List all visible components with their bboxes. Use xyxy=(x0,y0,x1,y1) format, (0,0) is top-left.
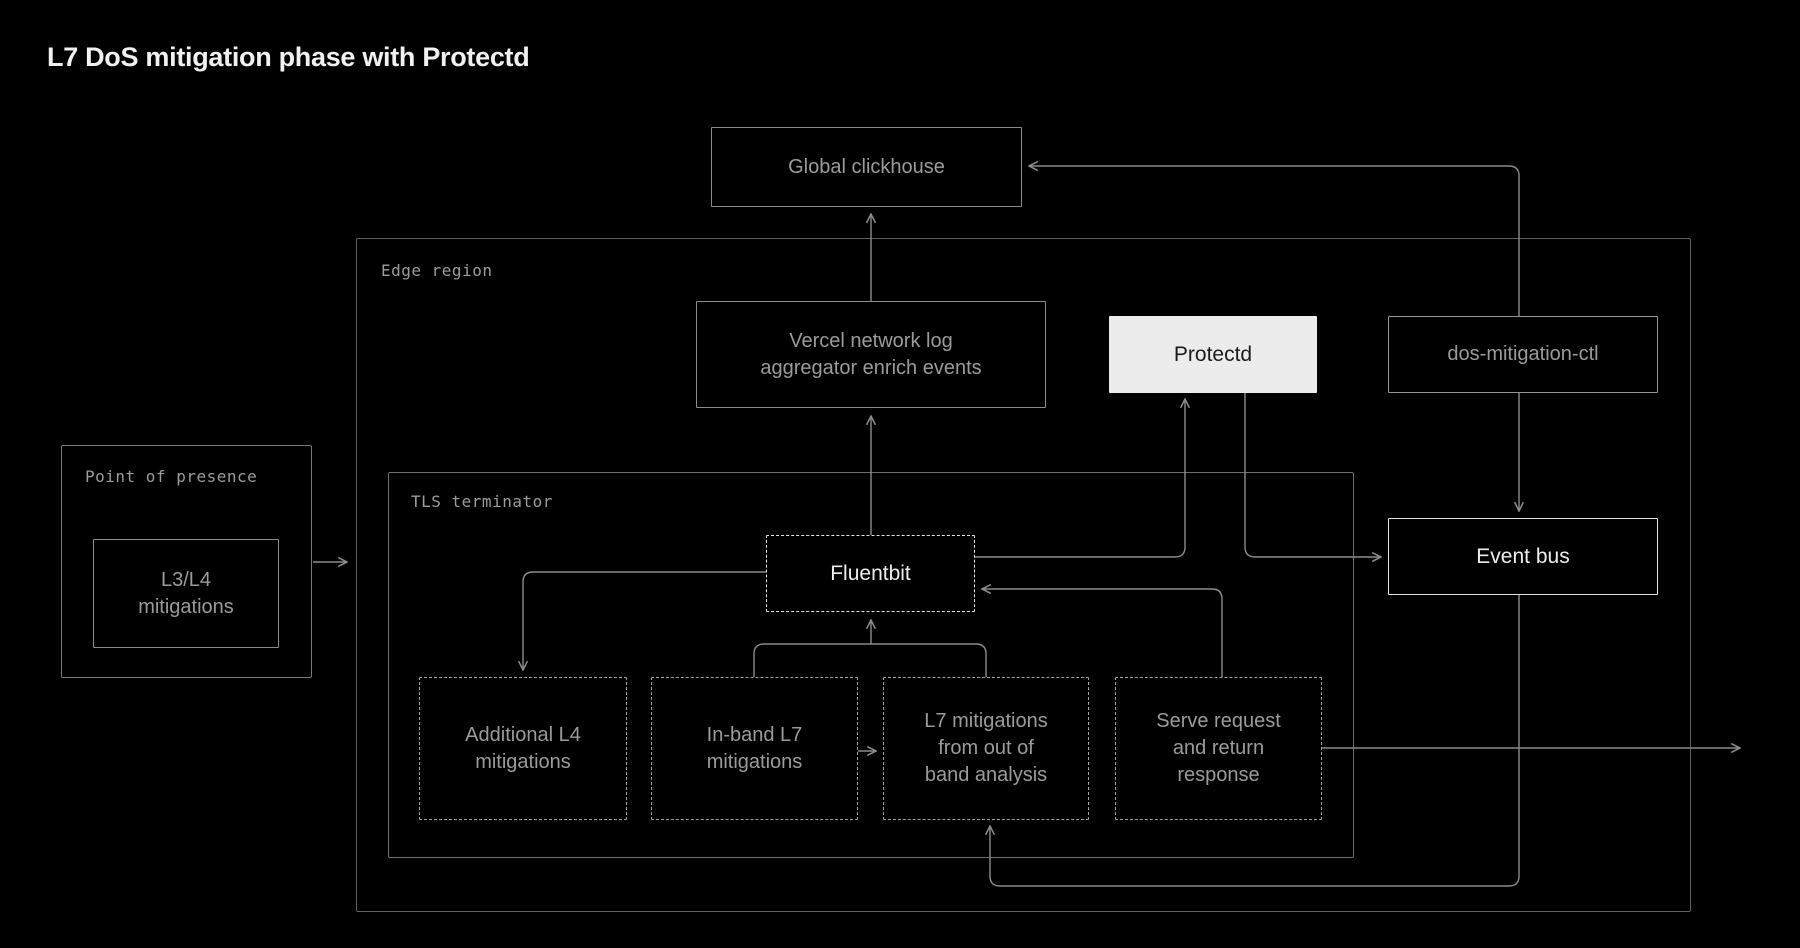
node-fluentbit-label: Fluentbit xyxy=(830,562,911,585)
node-dos-mitigation-ctl-label: dos-mitigation-ctl xyxy=(1447,343,1599,365)
node-additional-l4-mitigations-label: Additional L4 mitigations xyxy=(465,723,581,773)
node-protectd: Protectd xyxy=(1109,316,1317,393)
edge-fluentbit-to-additional-l4 xyxy=(523,571,766,670)
node-global-clickhouse-label: Global clickhouse xyxy=(788,155,945,178)
node-serve-request: Serve request and return response xyxy=(1115,677,1322,820)
node-in-band-l7-mitigations: In-band L7 mitigations xyxy=(651,677,858,820)
edge-dos-mitigation-ctl-to-global-clickhouse xyxy=(1029,166,1520,316)
page-title: L7 DoS mitigation phase with Protectd xyxy=(47,42,530,72)
edge-region-label: Edge region xyxy=(381,261,493,280)
node-serve-request-label: Serve request and return response xyxy=(1156,710,1281,786)
edge-region-container: Edge region xyxy=(356,238,1691,912)
node-l7-out-of-band-mitigations: L7 mitigations from out of band analysis xyxy=(883,677,1089,820)
edge-fluentbit-to-protectd xyxy=(975,399,1185,558)
node-l3-l4-mitigations-label: L3/L4 mitigations xyxy=(138,568,234,618)
edge-in-band-l7-to-fluentbit-branch xyxy=(753,643,871,677)
point-of-presence-container: Point of presence xyxy=(61,445,312,678)
node-in-band-l7-mitigations-label: In-band L7 mitigations xyxy=(706,723,803,773)
node-dos-mitigation-ctl: dos-mitigation-ctl xyxy=(1388,316,1658,393)
edge-serve-request-to-fluentbit xyxy=(982,589,1223,677)
point-of-presence-label: Point of presence xyxy=(85,467,258,486)
node-vercel-aggregator: Vercel network log aggregator enrich eve… xyxy=(696,301,1046,408)
tls-terminator-label: TLS terminator xyxy=(411,492,553,511)
node-l3-l4-mitigations: L3/L4 mitigations xyxy=(93,539,279,648)
node-vercel-aggregator-label: Vercel network log aggregator enrich eve… xyxy=(760,329,982,379)
edge-event-bus-to-l7-out-of-band xyxy=(990,595,1520,887)
node-fluentbit: Fluentbit xyxy=(766,535,975,612)
node-global-clickhouse: Global clickhouse xyxy=(711,127,1022,207)
node-event-bus-label: Event bus xyxy=(1476,545,1570,568)
node-event-bus: Event bus xyxy=(1388,518,1658,595)
edge-protectd-to-event-bus xyxy=(1244,393,1381,557)
edge-l7-out-of-band-to-fluentbit-branch xyxy=(871,643,987,677)
node-protectd-label: Protectd xyxy=(1173,343,1253,366)
node-additional-l4-mitigations: Additional L4 mitigations xyxy=(419,677,627,820)
node-l7-out-of-band-mitigations-label: L7 mitigations from out of band analysis xyxy=(924,710,1048,786)
